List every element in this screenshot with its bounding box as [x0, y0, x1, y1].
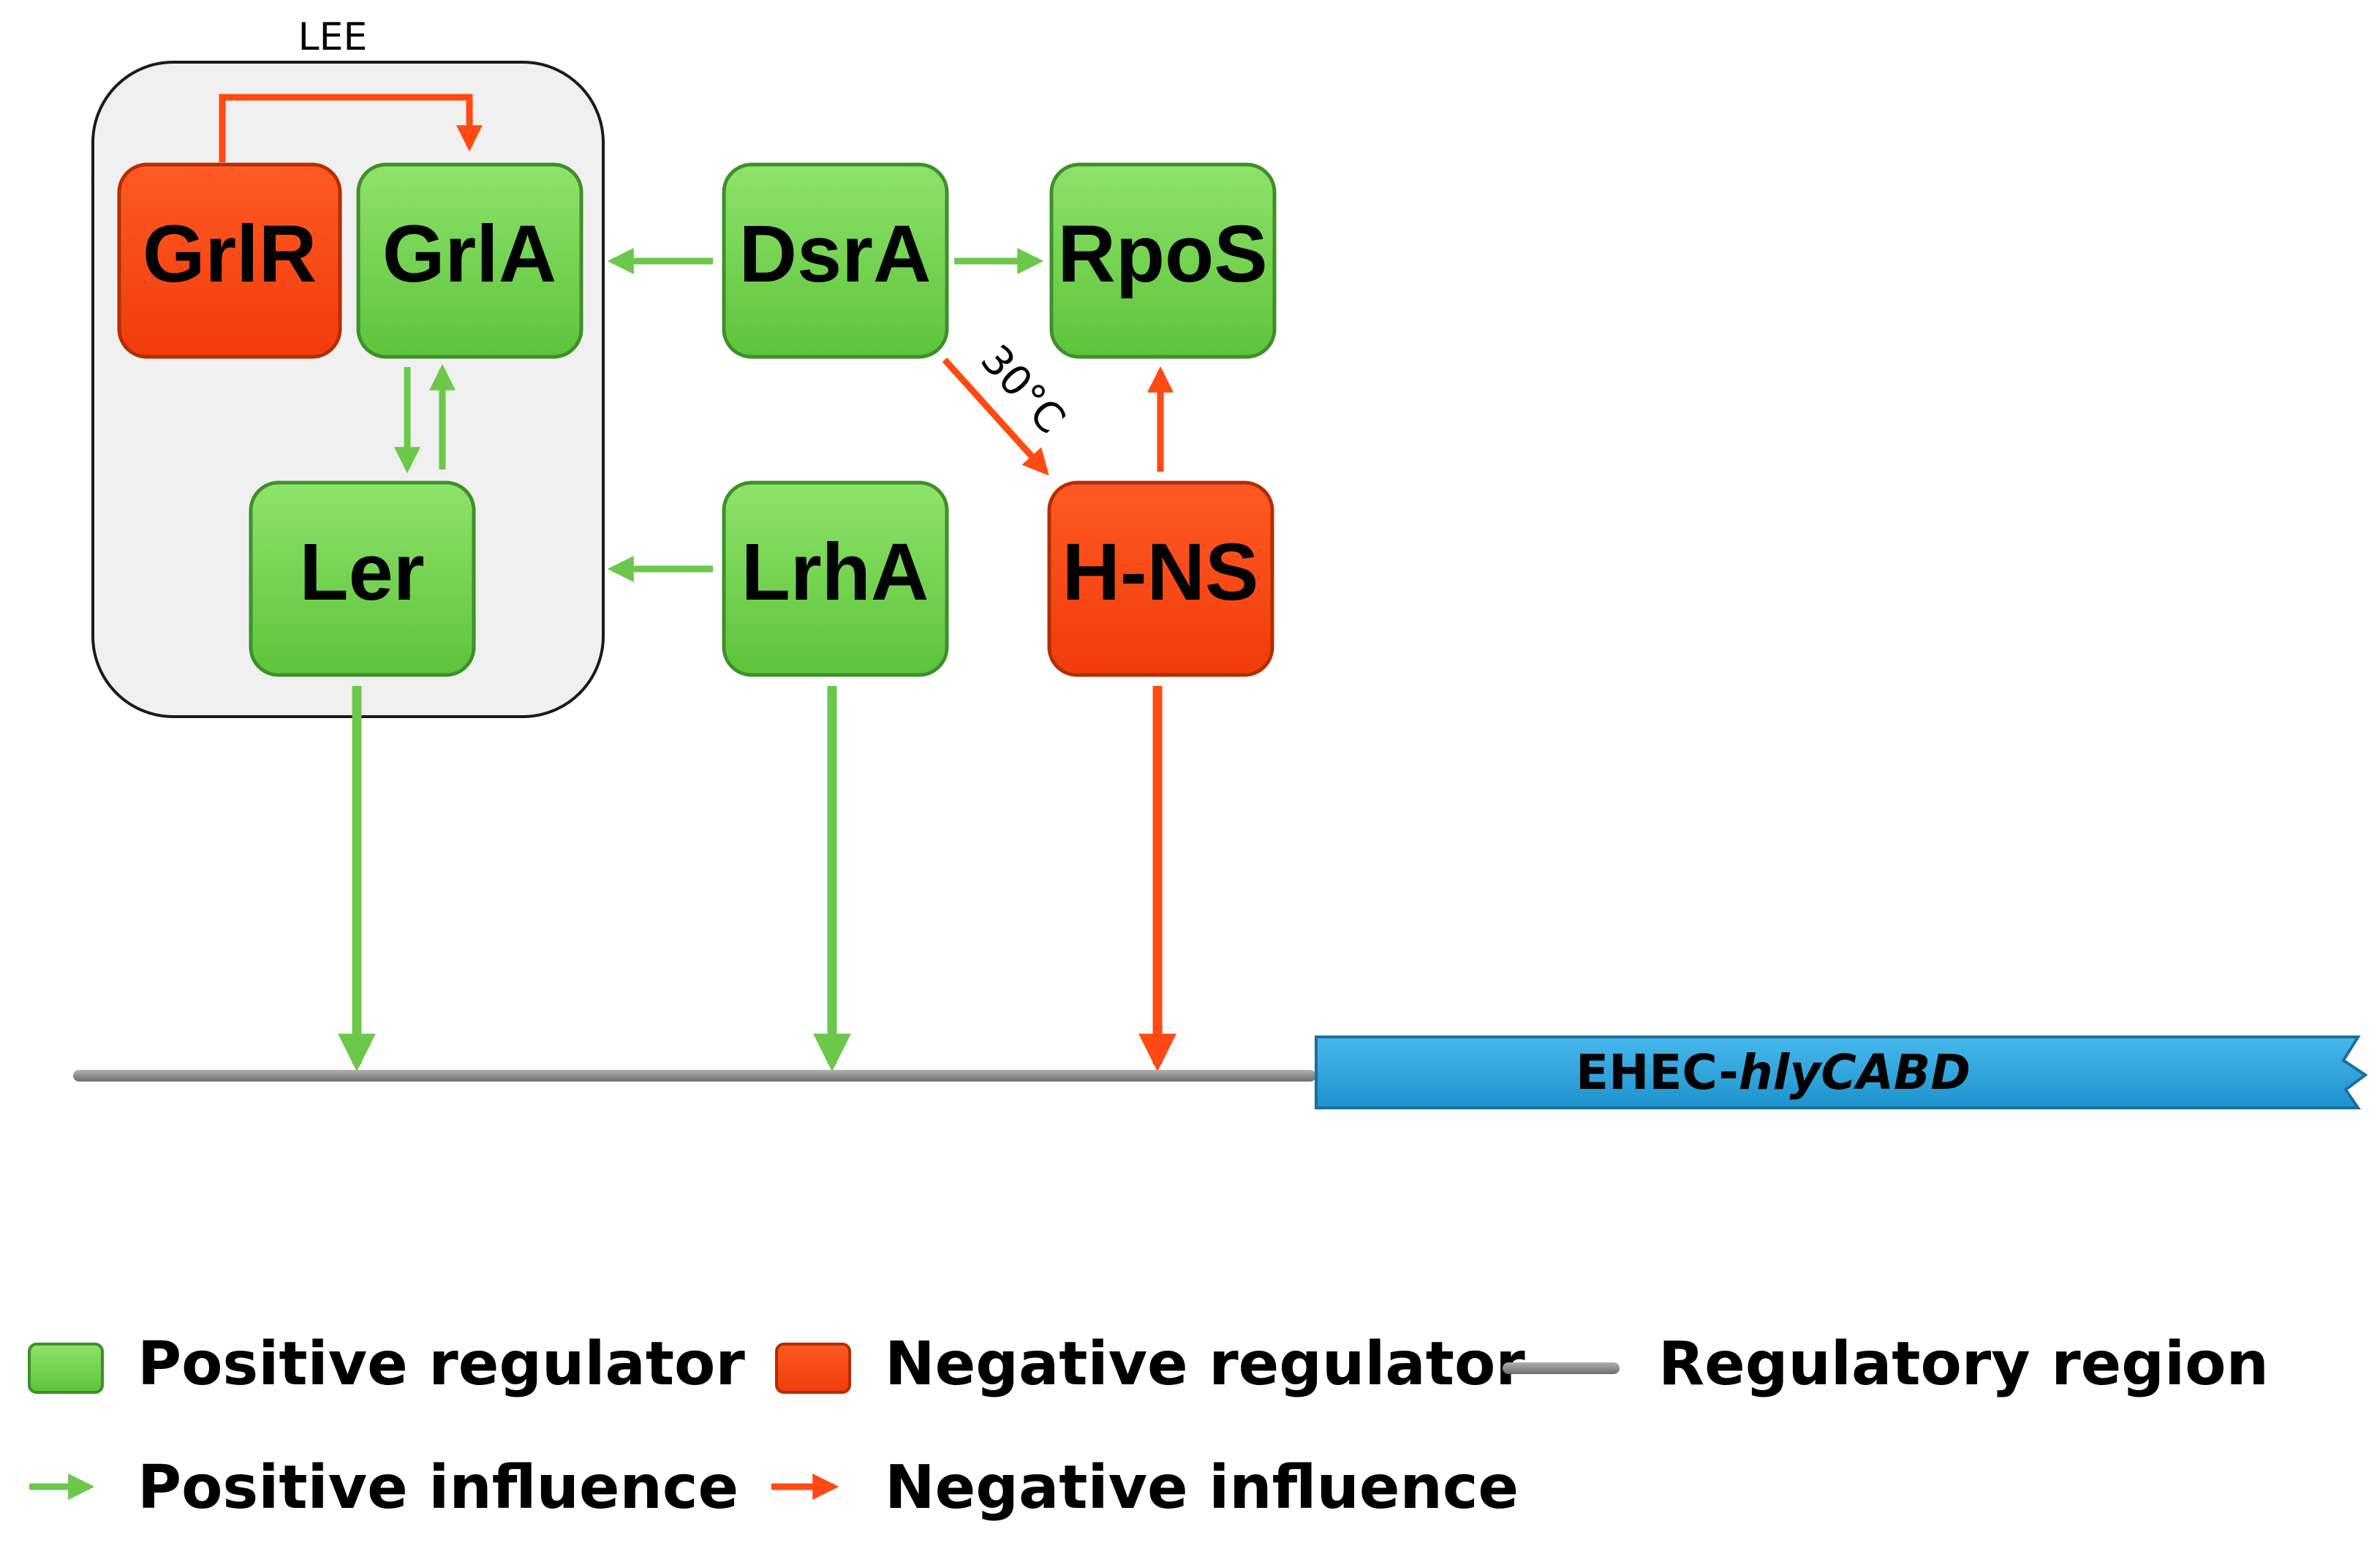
legend-negative-regulator-label: Negative regulator	[885, 1329, 1525, 1399]
gene-name: hlyCABD	[1739, 1044, 1971, 1101]
legend-negative-influence-label: Negative influence	[885, 1453, 1519, 1523]
gene-prefix: EHEC-	[1576, 1044, 1739, 1101]
lrha-box	[722, 480, 949, 677]
legend-regulatory-region-label: Regulatory region	[1658, 1329, 2269, 1399]
legend-negative-regulator-swatch	[775, 1343, 851, 1394]
dsra-label: DsrA	[739, 209, 932, 299]
grlr-box	[117, 162, 342, 359]
node-hns: H-NS	[1047, 480, 1274, 677]
rpos-label: RpoS	[1057, 209, 1267, 299]
node-dsra: DsrA	[722, 162, 949, 359]
grlr-to-grla-arrow	[219, 94, 483, 162]
node-rpos: RpoS	[1049, 162, 1277, 359]
gene-hlycabd-arrow	[1315, 1035, 2368, 1109]
lrha-label: LrhA	[741, 527, 929, 617]
rpos-box	[1049, 162, 1277, 359]
legend: Positive regulator Negative regulator Re…	[28, 1329, 2269, 1523]
hns-box	[1047, 480, 1274, 677]
gene-label: EHEC-hlyCABD	[1576, 1044, 1971, 1101]
hns-label: H-NS	[1062, 527, 1259, 617]
ler-label: Ler	[299, 527, 424, 617]
legend-positive-influence-label: Positive influence	[137, 1453, 738, 1523]
dsra-box	[722, 162, 949, 359]
temperature-label: 30°C	[971, 336, 1074, 442]
node-ler: Ler	[249, 480, 476, 677]
grlr-label: GrlR	[143, 209, 317, 299]
regulatory-region-line	[73, 1070, 1316, 1082]
node-grlr: GrlR	[117, 162, 342, 359]
dsra-to-hns-arrow	[942, 357, 1049, 476]
ler-box	[249, 480, 476, 677]
grla-box	[356, 162, 583, 359]
lee-label: LEE	[298, 15, 368, 59]
legend-positive-regulator-swatch	[28, 1343, 104, 1394]
node-lrha: LrhA	[722, 480, 949, 677]
legend-positive-regulator-label: Positive regulator	[137, 1329, 745, 1399]
legend-regulatory-region-swatch	[1503, 1362, 1620, 1374]
node-grla: GrlA	[356, 162, 583, 359]
grla-label: GrlA	[382, 209, 556, 299]
